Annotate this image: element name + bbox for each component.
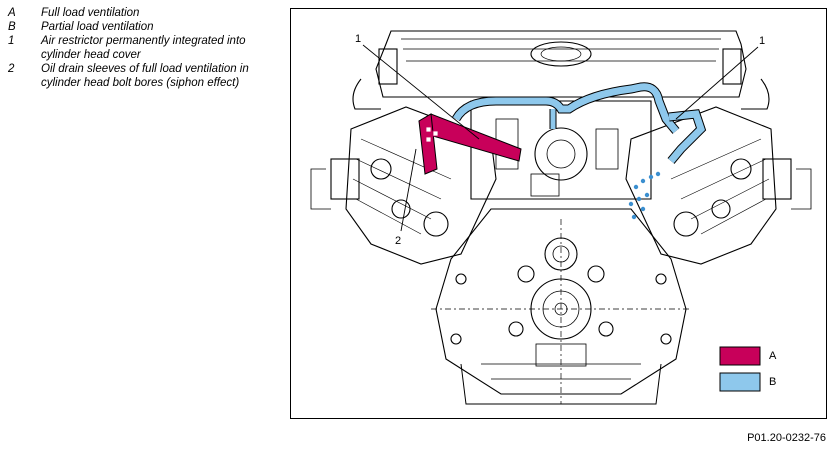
legend-text: Partial load ventilation — [41, 21, 154, 33]
swatch-label-a: A — [769, 350, 777, 362]
legend-key: A — [8, 7, 16, 19]
intake-manifold — [375, 30, 747, 98]
legend-text: Air restrictor permanently integrated in… — [41, 35, 246, 61]
callout-label: 1 — [759, 35, 766, 47]
legend-item-2: 2 Oil drain sleeves of full load ventila… — [8, 62, 278, 90]
legend-item-a: A Full load ventilation — [8, 6, 278, 20]
oil-droplets — [628, 171, 661, 220]
legend-key: 1 — [8, 35, 15, 47]
callout-leader-right-1 — [675, 46, 759, 120]
callout-label: 1 — [355, 33, 362, 45]
engine-figure: 1 1 2 A B — [290, 8, 827, 419]
legend-text: Oil drain sleeves of full load ventilati… — [41, 63, 249, 89]
swatch-a — [719, 346, 761, 366]
legend-item-b: B Partial load ventilation — [8, 20, 278, 34]
legend-text: Full load ventilation — [41, 7, 140, 19]
legend-key: B — [8, 21, 16, 33]
callout-leader-left-2 — [400, 148, 417, 232]
engine-drawing — [310, 30, 812, 405]
swatch-label-b: B — [769, 376, 777, 388]
legend: A Full load ventilation B Partial load v… — [8, 6, 278, 90]
callout-label: 2 — [395, 235, 402, 247]
legend-key: 2 — [8, 63, 15, 75]
legend-item-1: 1 Air restrictor permanently integrated … — [8, 34, 278, 62]
figure-code: P01.20-0232-76 — [747, 432, 826, 444]
crankcase — [435, 208, 687, 395]
swatch-b — [719, 372, 761, 392]
callout-leader-left-1 — [362, 44, 480, 140]
